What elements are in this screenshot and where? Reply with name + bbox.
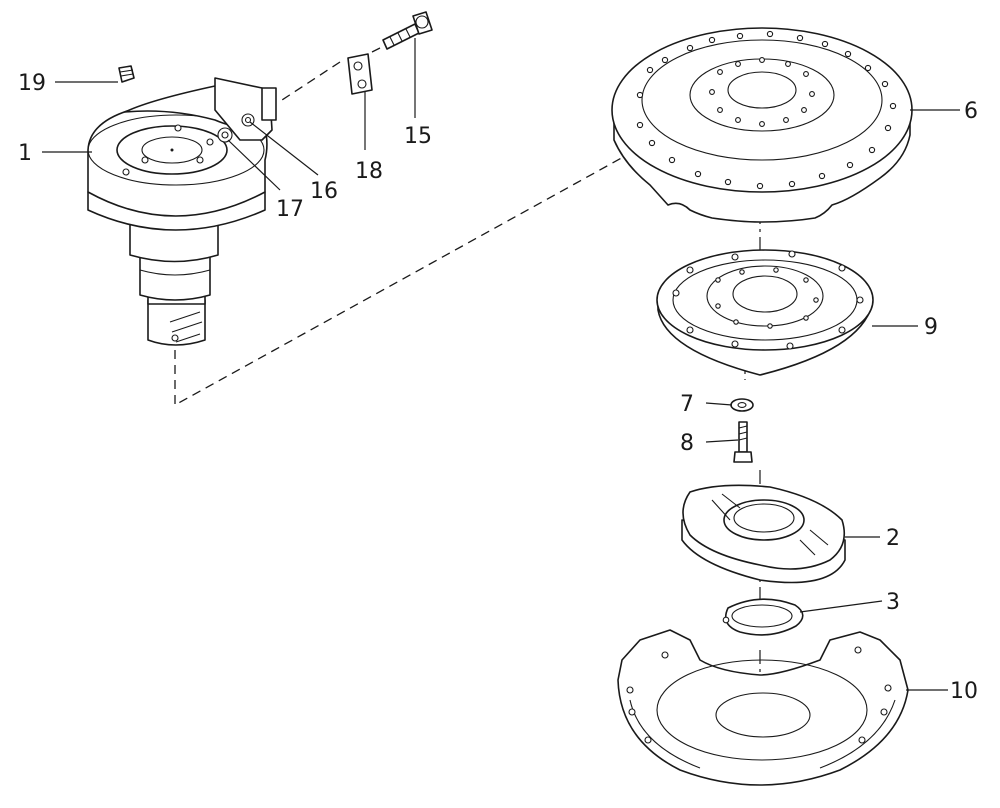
- callout-15: 15: [404, 124, 432, 149]
- leader-17: [227, 139, 281, 191]
- part-15-bolt: [371, 11, 433, 53]
- callout-16: 16: [310, 179, 338, 204]
- callout-19: 19: [18, 71, 46, 96]
- callout-6: 6: [964, 99, 978, 124]
- callout-9: 9: [924, 315, 938, 340]
- part-18-dash: [281, 61, 341, 101]
- part-2-bearing-housing: [681, 484, 846, 584]
- callout-3: 3: [886, 590, 900, 615]
- part-19-plug: [118, 65, 135, 83]
- callout-8: 8: [680, 431, 694, 456]
- part-10-dish-cover: [617, 629, 909, 786]
- callout-17: 17: [276, 197, 304, 222]
- callout-1: 1: [18, 141, 32, 166]
- part-18-plate: [281, 53, 373, 101]
- leader-7: [705, 402, 733, 406]
- callout-18: 18: [355, 159, 383, 184]
- part-3-circlip: [722, 598, 804, 636]
- callout-7: 7: [680, 392, 694, 417]
- part-15-dash: [371, 47, 381, 53]
- part-6-top-plate: [611, 27, 913, 223]
- part-8-screw: [733, 421, 753, 463]
- leader-8: [705, 439, 739, 443]
- part-7-washer: [730, 398, 754, 412]
- leader-16: [249, 121, 319, 176]
- assembly-dashed-line: [174, 79, 761, 407]
- part-1-gearbox-hub: [87, 77, 277, 346]
- callout-10: 10: [950, 679, 978, 704]
- part-9-flange: [656, 249, 874, 376]
- leader-3: [799, 600, 883, 613]
- callout-2: 2: [886, 526, 900, 551]
